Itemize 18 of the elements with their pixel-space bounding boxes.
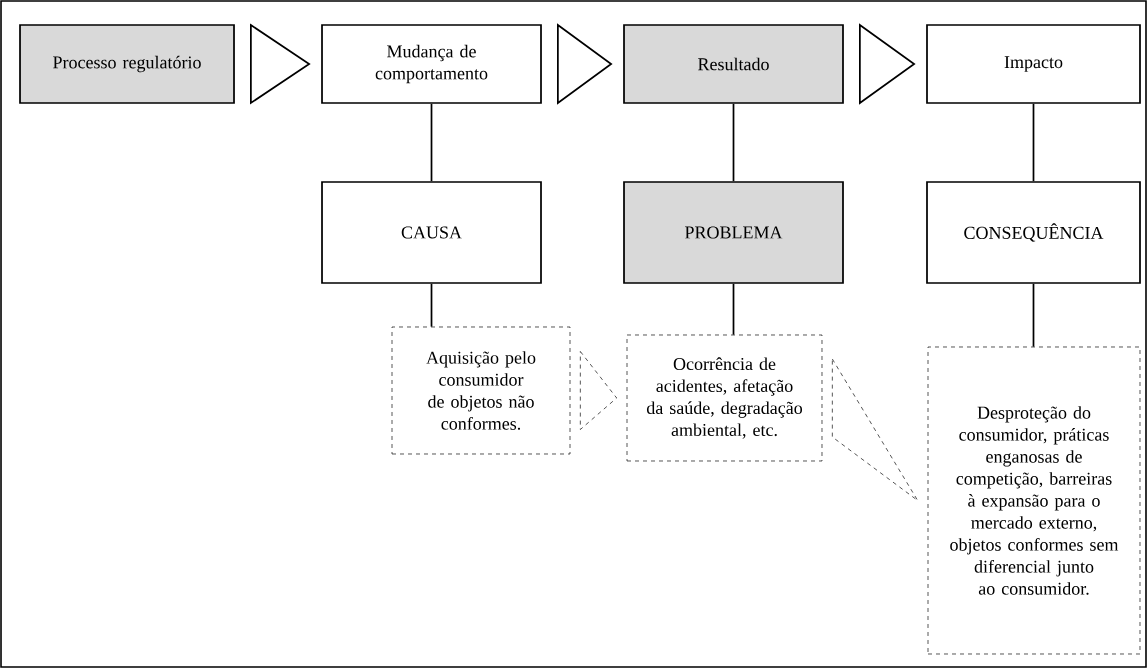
connector-line: [732, 283, 735, 336]
process-box: Processo regulatório: [19, 24, 235, 104]
process-box: Resultado: [623, 24, 844, 104]
description-box: Desproteção do consumidor, práticas enganosas de competição, barreiras à expansão para o mercado externo, objetos conformes sem diferencial junto ao consumidor.: [927, 346, 1141, 655]
connector-line: [1032, 283, 1035, 348]
connector-line: [430, 283, 433, 328]
connector-line: [1032, 103, 1035, 182]
category-box: PROBLEMA: [623, 181, 844, 284]
connector-line: [732, 103, 735, 182]
chevron-arrow: [580, 351, 617, 430]
process-box: Impacto: [926, 24, 1141, 104]
process-box: Mudança de comportamento: [321, 24, 542, 104]
description-box: Aquisição pelo consumidor de objetos não conformes.: [391, 326, 571, 455]
chevron-arrow: [832, 358, 918, 501]
category-box: CONSEQUÊNCIA: [926, 181, 1141, 284]
connector-line: [430, 103, 433, 182]
category-box: CAUSA: [321, 181, 542, 284]
description-box: Ocorrência de acidentes, afetação da saúde, degradação ambiental, etc.: [626, 334, 823, 462]
